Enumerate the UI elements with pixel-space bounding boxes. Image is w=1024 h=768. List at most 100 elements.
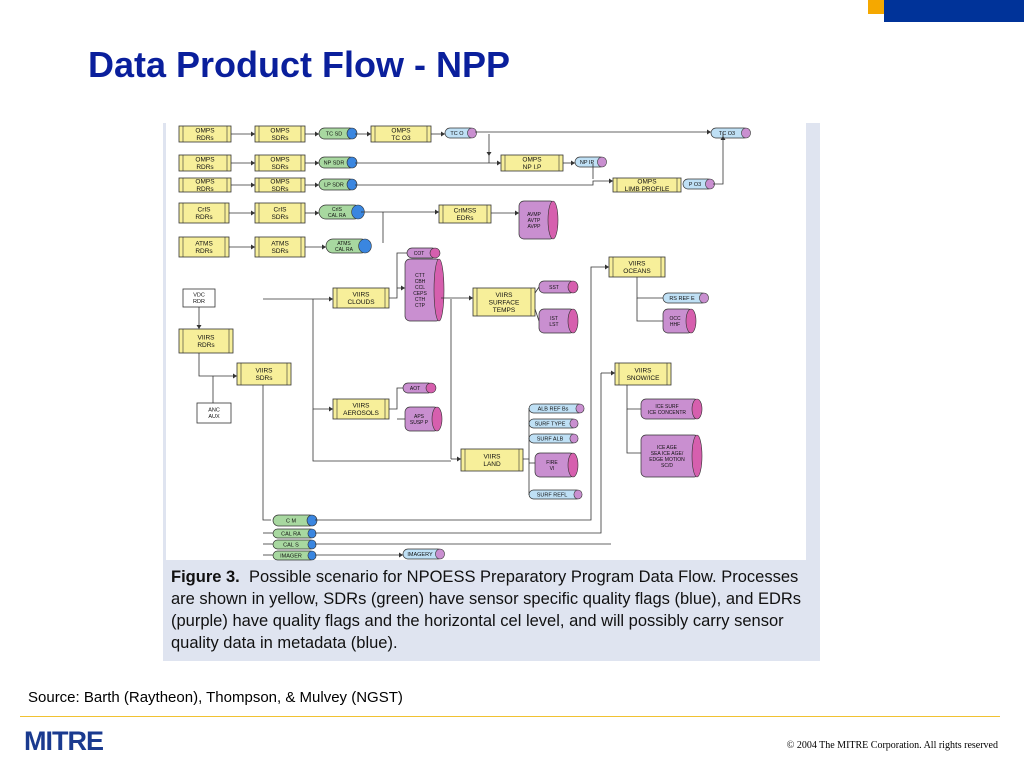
node-label: HHF	[670, 322, 680, 328]
arrow-head	[367, 131, 371, 137]
arrow-head	[401, 285, 405, 291]
node-label: RDRs	[196, 164, 214, 171]
node-label: VIIRS	[198, 335, 216, 342]
arrow-head	[322, 244, 326, 250]
flow-line	[312, 409, 451, 462]
node-label: OMPS	[195, 128, 215, 135]
node-label: AEROSOLS	[343, 410, 379, 417]
node-label: RDRs	[195, 214, 213, 221]
node-label: SST	[549, 285, 559, 291]
arrow-head	[251, 160, 255, 166]
node-label: VIIRS	[256, 368, 274, 375]
product-imager: IMAGER	[272, 550, 317, 561]
header-accent-blue	[884, 0, 1024, 22]
node-label: CTT	[415, 273, 425, 279]
node-label: NP IP	[580, 160, 595, 166]
node-label: AVTP	[528, 218, 541, 224]
arrow-head	[441, 131, 445, 137]
node-label: P O3	[689, 182, 701, 188]
arrow-head	[315, 210, 319, 216]
node-label: CAL RA	[335, 247, 354, 253]
node-label: RDR	[193, 299, 205, 305]
arrow-head	[196, 325, 202, 329]
node-label: VIIRS	[353, 403, 371, 410]
node-label: FIRE	[546, 460, 558, 466]
flow-line	[590, 266, 609, 383]
node-label: CCL	[415, 285, 425, 291]
product-surf_type: SURF TYPE	[528, 418, 579, 429]
node-label: EDGE MOTION	[649, 457, 685, 463]
node-label: SURFACE	[489, 299, 520, 306]
node-label: VDC	[193, 293, 205, 299]
arrow-head	[571, 160, 575, 166]
node-label: AOT	[410, 386, 420, 392]
product-surf_alb: SURF ALB	[528, 433, 579, 444]
arrow-head	[315, 160, 319, 166]
node-label: ATMS	[337, 241, 351, 247]
node-label: ALB REF Bs	[538, 406, 569, 412]
node-label: SDRs	[272, 248, 290, 255]
product-tc_sdr: TC SD	[318, 127, 358, 140]
node-label: VIIRS	[353, 292, 371, 299]
product-np_ip: NP IP	[574, 156, 607, 168]
arrow-head	[315, 182, 319, 188]
flow-line	[198, 353, 237, 377]
node-label: CEPS	[413, 291, 427, 297]
node-label: LAND	[483, 461, 501, 468]
arrow-head	[611, 370, 615, 376]
caption-text: Possible scenario for NPOESS Preparatory…	[171, 568, 802, 652]
node-label: SDRs	[272, 186, 290, 193]
edr-cot: COT	[406, 247, 441, 259]
node-label: LIMB PROFILE	[625, 186, 670, 193]
product-tc_o3_out: TC O3	[710, 127, 751, 139]
flow-line	[315, 373, 602, 534]
flow-line	[389, 252, 407, 299]
arrow-head	[251, 244, 255, 250]
node-label: LST	[549, 322, 558, 328]
node-label: RDRs	[197, 342, 215, 349]
flow-line	[534, 308, 540, 322]
arrow-head	[515, 210, 519, 216]
product-cal_s: CAL S	[272, 539, 317, 550]
node-label: OMPS	[195, 179, 215, 186]
arrow-head	[707, 129, 711, 135]
node-label: COT	[414, 251, 425, 257]
node-label: SURF ALB	[537, 436, 564, 442]
arrow-head	[251, 182, 255, 188]
node-label: OCEANS	[623, 268, 651, 275]
node-label: ICE CONCENTR	[648, 410, 686, 416]
node-label: VIIRS	[484, 454, 502, 461]
arrow-head	[233, 373, 237, 379]
node-label: OMPS	[195, 157, 215, 164]
node-label: SDRs	[256, 375, 274, 382]
node-label: TC O3	[391, 135, 411, 142]
node-label: ICE AGE	[657, 445, 678, 451]
node-label: C M	[286, 518, 297, 524]
arrow-head	[399, 552, 403, 558]
node-label: CLOUDS	[347, 299, 375, 306]
node-label: OMPS	[270, 179, 290, 186]
flow-line	[636, 298, 663, 322]
node-label: SURF REFL	[537, 492, 568, 498]
